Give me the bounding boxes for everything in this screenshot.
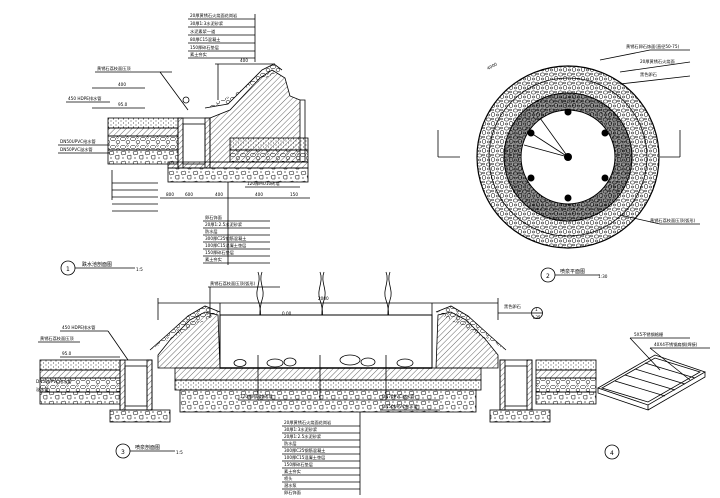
svg-text:150: 150 [290,192,298,197]
svg-text:450 HDPE排水管: 450 HDPE排水管 [68,95,101,102]
nozzle-icon [527,174,535,182]
svg-text:1: 1 [535,307,538,312]
svg-text:400: 400 [215,192,223,197]
svg-text:黄锈石荔枝面压顶: 黄锈石荔枝面压顶 [40,335,74,342]
svg-text:1:5: 1:5 [176,450,183,455]
note: 80厚C15混凝土 [190,36,220,43]
concrete-layer [107,135,179,151]
svg-text:800: 800 [166,192,174,197]
svg-text:卵石饰面: 卵石饰面 [205,214,222,221]
svg-text:DN50UPVC给水管: DN50UPVC给水管 [382,403,418,410]
svg-text:喷泉剖面图: 喷泉剖面图 [135,444,160,451]
svg-text:喷头: 喷头 [284,475,292,482]
detail-note: 5X5不锈钢格栅 [634,331,663,338]
callout-title: 跌水池剖面图 [82,261,112,268]
floor-pebbles [233,354,414,368]
note: 素土夯实 [190,51,207,58]
svg-text:L35: L35 [533,315,541,320]
gravel-base [179,389,477,413]
callout-number: 1 [66,266,70,273]
callout-scale: 1:5 [136,267,143,272]
nozzle-group [527,108,609,202]
note: 120厚MU10砖墙 [247,180,280,187]
detail-4-drawing: 5X5不锈钢格栅 40X4不锈钢扁钢(焊接) 4 [597,331,710,460]
plan-note: 黑色卵石 [640,71,657,78]
note: 水泥素浆一道 [190,28,216,35]
svg-text:素土夯实: 素土夯实 [284,468,301,475]
svg-text:防水层: 防水层 [205,228,218,235]
svg-text:0.00: 0.00 [282,311,292,316]
section3-bottom-notes: 120厚MU10砖墙 DN75PVC溢水管 DN50UPVC给水管 20厚黄锈石… [240,393,418,496]
svg-text:3: 3 [121,449,125,456]
svg-text:400: 400 [118,82,126,87]
nozzle-icon [601,174,609,182]
mortar-layer [107,127,179,137]
dim-label: 400 [240,58,248,63]
svg-text:喷泉平面图: 喷泉平面图 [560,268,585,275]
svg-text:600: 600 [185,192,193,197]
plan-note: 黄锈石卵石饰面(直径50-75) [626,43,679,50]
callout-circle [604,444,620,460]
plan-note: 20厚黄锈石火烧面 [640,58,675,65]
paving-layer [107,117,179,129]
svg-text:DN75PVC溢水管: DN75PVC溢水管 [382,393,415,400]
bottom-notes: 卵石饰面 20厚1:2.5水泥砂浆 防水层 300厚C25钢筋混凝土 100厚C… [205,214,246,263]
svg-text:溢水管: 溢水管 [36,386,49,393]
svg-text:20厚1:2.5水泥砂浆: 20厚1:2.5水泥砂浆 [284,433,322,440]
plan-note: 黄锈石荔枝面压顶(弧形) [650,217,696,224]
section-1-drawing: 20厚黄锈石火烧面花岗岩 30厚1:3水泥砂浆 水泥素浆一道 80厚C15混凝土… [58,12,310,276]
nozzle-icon [564,194,572,202]
svg-text:100厚C15混凝土垫层: 100厚C15混凝土垫层 [284,454,325,461]
gravel-layer [107,149,179,165]
svg-text:DN50UPVC给水管: DN50UPVC给水管 [36,378,72,385]
svg-text:95.0: 95.0 [118,102,128,107]
base-slab [167,167,309,183]
note: 20厚黄锈石火烧面花岗岩 [190,12,237,19]
svg-text:卵石饰面: 卵石饰面 [284,489,301,496]
note: 30厚1:3水泥砂浆 [190,20,224,27]
grate-frame [597,354,706,406]
svg-text:素土夯实: 素土夯实 [205,256,222,263]
section3-left-notes: 450 HDPE排水管 黄锈石荔枝面压顶 95.0 DN50UPVC给水管 溢水… [36,324,95,393]
svg-text:潜水泵: 潜水泵 [284,482,297,489]
svg-text:防水层: 防水层 [284,440,297,447]
top-notes: 20厚黄锈石火烧面花岗岩 30厚1:3水泥砂浆 水泥素浆一道 80厚C15混凝土… [190,12,237,58]
top-note: 黄锈石荔枝面压顶(弧形) [210,280,256,287]
svg-text:300厚C25钢筋混凝土: 300厚C25钢筋混凝土 [284,447,325,454]
left-notes: 黄锈石荔枝面压顶 450 HDPE排水管 DN50UPVC给水管 DN50PVC… [60,65,131,153]
svg-text:20厚1:2.5水泥砂浆: 20厚1:2.5水泥砂浆 [205,221,243,228]
plan-top-label: 4000 [486,61,498,71]
svg-text:150厚碎石垫层: 150厚碎石垫层 [205,249,234,256]
svg-text:400: 400 [255,192,263,197]
svg-text:30厚1:3水泥砂浆: 30厚1:3水泥砂浆 [284,426,318,433]
svg-text:120厚MU10砖墙: 120厚MU10砖墙 [240,393,273,400]
svg-text:1:30: 1:30 [598,274,608,279]
pool-basin [219,314,433,369]
svg-text:2000: 2000 [318,296,329,301]
pebble-cap [204,63,283,109]
rc-slab [174,367,482,381]
section-3-drawing: 2000 黄锈石荔枝面压顶(弧形) 1 L35 黑色卵石 0.00 [36,271,597,496]
svg-text:450 HDPE排水管: 450 HDPE排水管 [62,324,95,331]
svg-text:DN50UPVC给水管: DN50UPVC给水管 [60,138,96,145]
detail-note: 40X4不锈钢扁钢(焊接) [654,341,698,348]
svg-text:20厚黄锈石火烧面花岗岩: 20厚黄锈石火烧面花岗岩 [284,419,331,426]
svg-text:100厚C15混凝土垫层: 100厚C15混凝土垫层 [205,242,246,249]
svg-text:4: 4 [610,450,614,457]
svg-text:95.0: 95.0 [62,351,72,356]
note: 150厚碎石垫层 [190,44,219,51]
svg-text:150厚碎石垫层: 150厚碎石垫层 [284,461,313,468]
svg-text:300厚C25钢筋混凝土: 300厚C25钢筋混凝土 [205,235,246,242]
plan-drawing: 4000 黄锈石卵石饰面(直径50-75) 20厚黄锈石火烧面 黑色卵石 黄锈石… [437,43,700,283]
svg-text:黄锈石荔枝面压顶: 黄锈石荔枝面压顶 [97,65,131,72]
right-note: 黑色卵石 [504,303,521,310]
nozzle-icon [564,108,572,116]
svg-text:2: 2 [546,273,550,280]
nozzle-icon [601,129,609,137]
svg-text:DN50PVC溢水管: DN50PVC溢水管 [60,146,93,153]
